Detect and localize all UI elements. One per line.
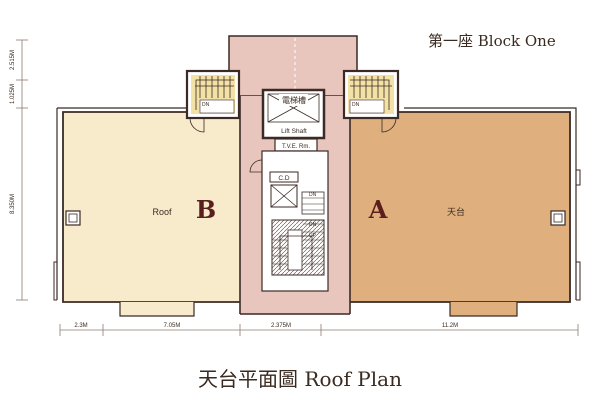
stair-dn-label-core-1: DN (309, 192, 317, 198)
lift-shaft (261, 88, 326, 140)
dim-label-h3: 2.375M (271, 323, 291, 329)
drawing-caption: 天台平面圖 Roof Plan (198, 367, 402, 391)
cd-label: C.D (278, 175, 290, 182)
unit-b-letter: B (196, 195, 216, 224)
dim-label-h4: 11.2M (442, 323, 458, 329)
drain-icon-unit-b (65, 210, 81, 226)
dim-label-h2: 7.05M (164, 323, 181, 329)
stair-dn-label-right: DN (352, 102, 360, 108)
dim-label-v2: 1.025M (10, 84, 16, 104)
dim-label-h1: 2.3M (74, 323, 87, 329)
cd-cabinet (269, 171, 299, 183)
unit-a-roof-area (350, 112, 570, 302)
lift-shaft-label-en: Lift Shaft (281, 128, 307, 135)
drain-icon-unit-a (550, 210, 566, 226)
unit-a-label: 天台 (447, 206, 465, 217)
dim-label-v1: 2.515M (10, 50, 16, 70)
lift-shaft-label-cn: 電梯槽 (282, 95, 306, 105)
unit-b-roof-area (63, 112, 240, 302)
stair-dn-label-core-2: DN (309, 222, 317, 228)
dim-label-v3: 8.350M (10, 194, 16, 214)
right-stair-tower (342, 69, 400, 133)
tve-room-label: T.V.E. Rm. (282, 144, 310, 150)
upper-core-strip (228, 35, 358, 97)
vertical-dimension-line (16, 39, 28, 301)
unit-a-letter: A (368, 195, 388, 224)
left-stair-tower (185, 69, 241, 133)
stair-up-label: UP (309, 233, 317, 239)
unit-b-label: Roof (152, 207, 172, 217)
stair-dn-label-left: DN (202, 102, 210, 108)
central-stair (271, 191, 325, 276)
horizontal-dimension-line (59, 324, 579, 336)
block-title: 第一座 Block One (428, 32, 556, 50)
